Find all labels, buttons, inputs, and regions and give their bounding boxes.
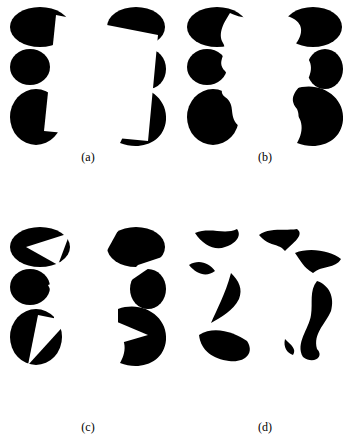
panel-b (187, 7, 343, 146)
panel-label: (b) (258, 150, 272, 165)
panel-a (10, 7, 166, 146)
panel-d (189, 229, 341, 361)
panel-label: (a) (81, 150, 94, 165)
panel-label: (c) (81, 420, 94, 435)
panel-label: (d) (258, 420, 272, 435)
panel-c (10, 227, 168, 366)
